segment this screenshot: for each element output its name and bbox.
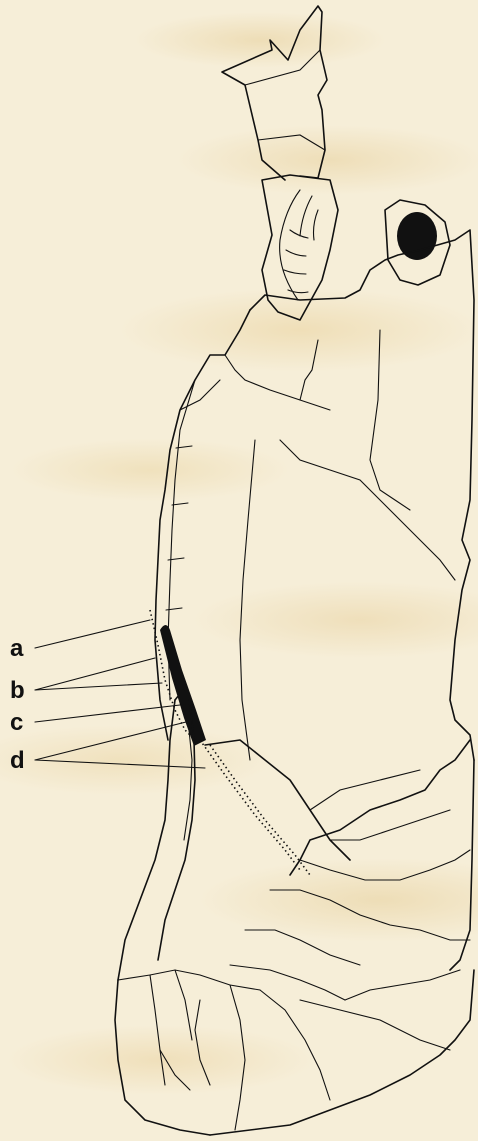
antenna xyxy=(222,6,327,180)
tail-region xyxy=(115,970,474,1135)
leader-b-1 xyxy=(35,658,155,690)
label-a: a xyxy=(10,635,24,662)
label-b: b xyxy=(10,677,25,704)
leader-d-1 xyxy=(35,722,186,760)
leader-b-2 xyxy=(35,683,162,690)
label-d: d xyxy=(10,747,25,774)
eye xyxy=(385,200,450,285)
abdomen xyxy=(205,740,474,1000)
carapace xyxy=(155,230,474,760)
label-c: c xyxy=(10,709,23,736)
leader-a xyxy=(35,620,150,648)
eye-spot xyxy=(397,212,437,260)
leader-c xyxy=(35,705,180,722)
pleopod xyxy=(118,690,195,980)
leader-d-2 xyxy=(35,760,205,768)
